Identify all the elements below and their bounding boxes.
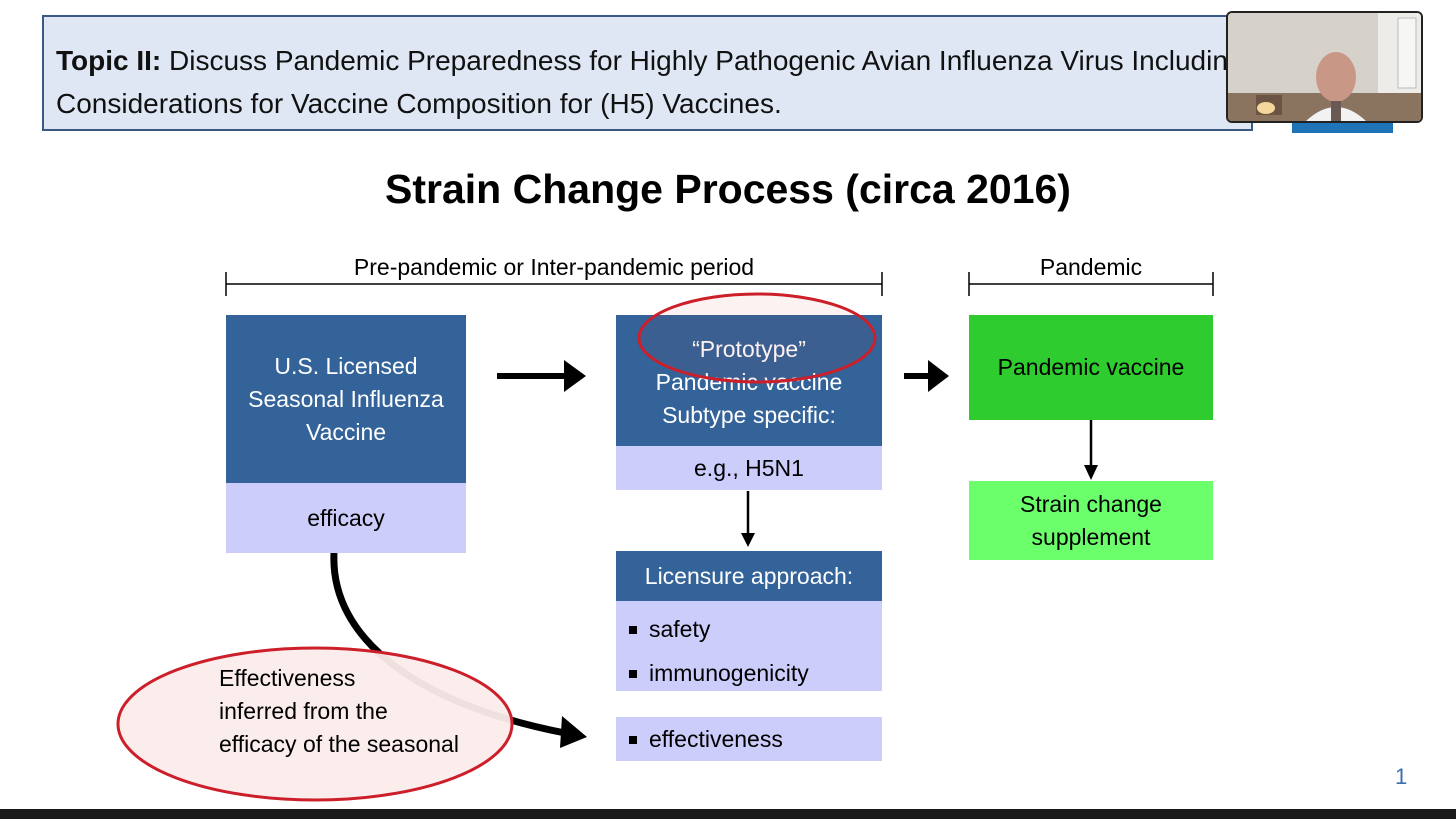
arrow-right-icon (497, 360, 586, 392)
licensure-items-box: safety immunogenicity (616, 601, 882, 691)
licensure-item-safety: safety (649, 616, 711, 642)
callout-line-1: Effectiveness (219, 665, 356, 691)
arrow-down-icon (1084, 420, 1098, 480)
topic-banner: Topic II: Discuss Pandemic Preparedness … (42, 15, 1253, 131)
prototype-vaccine-box: “Prototype” Pandemic vaccine Subtype spe… (616, 315, 882, 446)
topic-text: Discuss Pandemic Preparedness for Highly… (56, 45, 1244, 119)
topic-label: Topic II: (56, 45, 162, 76)
callout-line-3: efficacy of the seasonal (219, 731, 459, 757)
seasonal-line-2: Seasonal Influenza (248, 385, 444, 412)
seasonal-line-3: Vaccine (305, 418, 387, 445)
strain-change-box: Strain change supplement (969, 481, 1213, 560)
callout-line-2: inferred from the (219, 698, 388, 724)
licensure-title-box: Licensure approach: (616, 551, 882, 601)
slide-number: 1 (1395, 764, 1408, 789)
prototype-line-1: “Prototype” (692, 336, 806, 362)
strain-line-2: supplement (1031, 523, 1151, 550)
list-item: effectiveness (629, 723, 882, 756)
example-subtype-box: e.g., H5N1 (616, 446, 882, 490)
effectiveness-callout: Effectiveness inferred from the efficacy… (219, 662, 499, 761)
strain-line-1: Strain change (1020, 490, 1162, 517)
pre-period-label: Pre-pandemic or Inter-pandemic period (353, 254, 755, 280)
effectiveness-box: effectiveness (616, 717, 882, 761)
licensure-item-immunogenicity: immunogenicity (649, 660, 809, 686)
list-item: safety (629, 613, 882, 646)
slide-title: Strain Change Process (circa 2016) (385, 166, 1071, 212)
prototype-line-2: Pandemic vaccine (655, 369, 843, 395)
presenter-video-icon (1228, 13, 1421, 121)
bullet-icon (629, 735, 637, 744)
pandemic-period-label: Pandemic (1039, 254, 1143, 280)
seasonal-vaccine-box: U.S. Licensed Seasonal Influenza Vaccine (226, 315, 466, 483)
bullet-icon (629, 669, 637, 678)
arrow-right-icon (904, 360, 949, 392)
bottom-bar (0, 809, 1456, 819)
list-item: immunogenicity (629, 657, 882, 690)
webcam-status-bar (1292, 123, 1393, 133)
prototype-line-3: Subtype specific: (662, 402, 836, 428)
webcam-video[interactable] (1226, 11, 1423, 123)
efficacy-box: efficacy (226, 483, 466, 553)
effectiveness-label: effectiveness (649, 726, 783, 752)
pandemic-vaccine-box: Pandemic vaccine (969, 315, 1213, 420)
bullet-icon (629, 625, 637, 634)
arrow-down-icon (741, 491, 755, 547)
seasonal-line-1: U.S. Licensed (274, 352, 418, 379)
